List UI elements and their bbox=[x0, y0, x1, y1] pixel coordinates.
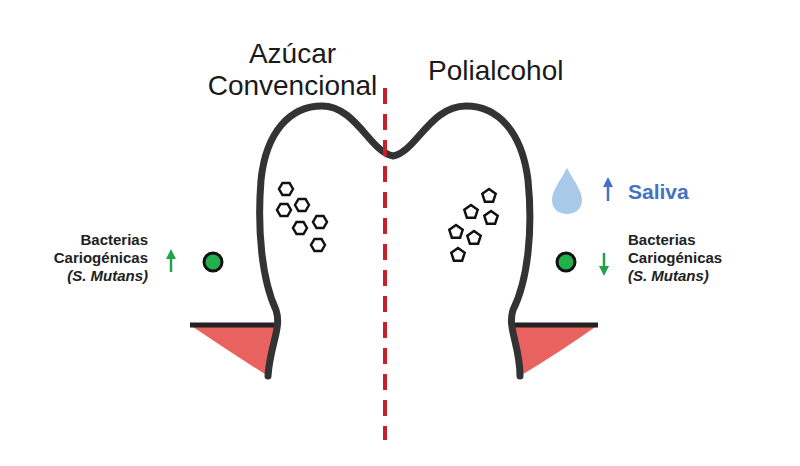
sugar-molecule bbox=[311, 239, 325, 251]
saliva-label: Saliva bbox=[628, 180, 689, 204]
sugar-molecule bbox=[295, 199, 309, 211]
polyol-molecule bbox=[467, 231, 480, 244]
species-label: (S. Mutans) bbox=[38, 267, 148, 285]
decrease-arrow bbox=[603, 253, 606, 271]
tooth-outline bbox=[260, 106, 530, 376]
increase-arrow bbox=[607, 182, 610, 201]
saliva-drop bbox=[552, 168, 582, 214]
polyol-molecule bbox=[451, 248, 464, 261]
polyol-molecule bbox=[449, 225, 462, 238]
molecules bbox=[277, 183, 498, 261]
gum-line bbox=[190, 323, 276, 328]
polyol-molecule bbox=[464, 205, 477, 218]
polyol-molecule bbox=[482, 189, 495, 202]
bacteria-dot bbox=[557, 253, 575, 271]
gum bbox=[190, 325, 278, 376]
heading: Polialcohol bbox=[428, 55, 608, 87]
bacteria-label: Bacterias Cariogénicas bbox=[38, 231, 148, 267]
gum-line bbox=[514, 323, 598, 328]
bacteria-dot bbox=[204, 253, 222, 271]
bacteria-label: Bacterias Cariogénicas bbox=[628, 231, 738, 267]
sugar-molecule bbox=[277, 204, 291, 216]
sugar-molecule bbox=[293, 222, 307, 234]
divider bbox=[383, 88, 387, 440]
species-label: (S. Mutans) bbox=[628, 267, 738, 285]
polyol-molecule bbox=[484, 211, 497, 224]
heading: Azúcar Convencional bbox=[185, 38, 400, 102]
gum bbox=[512, 325, 598, 376]
increase-arrow bbox=[170, 254, 173, 272]
sugar-molecule bbox=[279, 183, 293, 195]
sugar-molecule bbox=[313, 216, 327, 228]
